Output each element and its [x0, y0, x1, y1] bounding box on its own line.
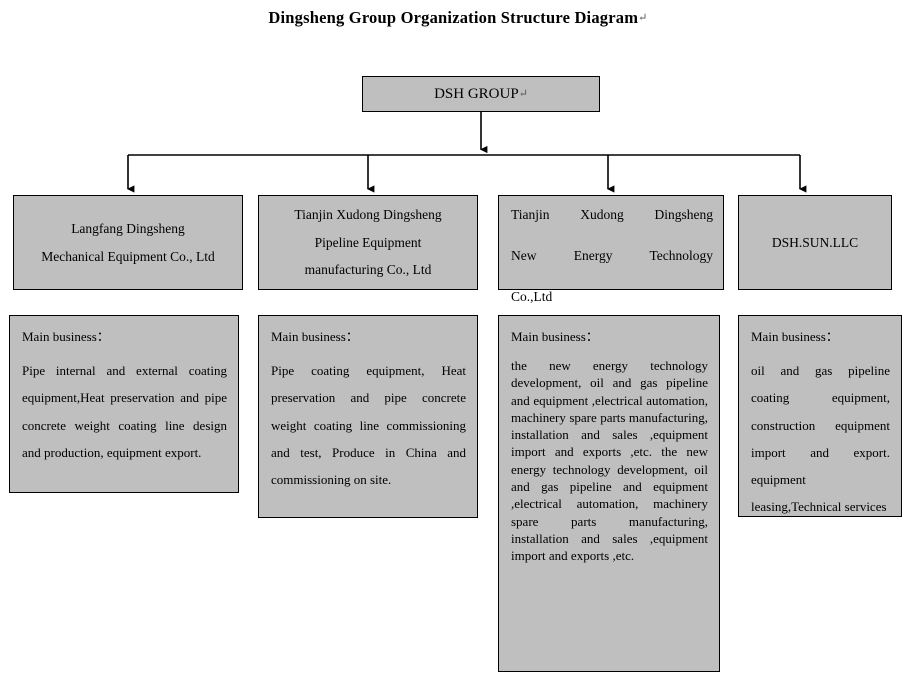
org-node-root[interactable]: DSH GROUP↵: [362, 76, 600, 112]
description-box-langfang-dingsheng: Main business： Pipe internal and externa…: [9, 315, 239, 493]
org-node-root-label: DSH GROUP: [434, 85, 519, 102]
description-box-dsh-sun-llc: Main business： oil and gas pipeline coat…: [738, 315, 902, 517]
description-box-tianjin-xudong-new-energy: Main business： the new energy technology…: [498, 315, 720, 672]
org-node-line: DSH.SUN.LLC: [771, 234, 859, 250]
org-node-line: Pipeline Equipment: [314, 234, 422, 250]
description-heading: Main business：: [511, 329, 599, 344]
description-body: Pipe internal and external coating equip…: [22, 363, 227, 460]
org-node-dsh-sun-llc[interactable]: DSH.SUN.LLC: [738, 195, 892, 290]
description-box-tianjin-xudong-pipeline: Main business： Pipe coating equipment, H…: [258, 315, 478, 518]
page-title: Dingsheng Group Organization Structure D…: [0, 8, 916, 28]
description-body: Pipe coating equipment, Heat preservatio…: [271, 363, 466, 488]
paragraph-return-icon: ↵: [518, 87, 528, 100]
description-heading: Main business：: [751, 329, 839, 344]
org-node-line: Tianjin Xudong Dingsheng: [294, 207, 442, 223]
description-heading: Main business：: [22, 329, 110, 344]
org-node-line: Langfang Dingsheng: [71, 221, 185, 236]
page-title-text: Dingsheng Group Organization Structure D…: [268, 8, 639, 27]
org-node-line: Co.,Ltd: [511, 289, 553, 304]
description-heading: Main business：: [271, 329, 359, 344]
org-node-line: Tianjin Xudong Dingsheng: [511, 207, 713, 222]
org-node-tianjin-xudong-pipeline[interactable]: Tianjin Xudong Dingsheng Pipeline Equipm…: [258, 195, 478, 290]
org-node-tianjin-xudong-new-energy[interactable]: Tianjin Xudong Dingsheng New Energy Tech…: [498, 195, 724, 303]
paragraph-return-icon: ↵: [638, 12, 648, 24]
org-node-line: manufacturing Co., Ltd: [304, 262, 432, 278]
description-body: oil and gas pipeline coating equipment, …: [751, 363, 890, 515]
description-body: the new energy technology development, o…: [511, 358, 708, 564]
org-node-line: Mechanical Equipment Co., Ltd: [41, 248, 215, 264]
org-node-line: New Energy Technology: [511, 248, 713, 263]
org-node-langfang-dingsheng[interactable]: Langfang Dingsheng Mechanical Equipment …: [13, 195, 243, 290]
